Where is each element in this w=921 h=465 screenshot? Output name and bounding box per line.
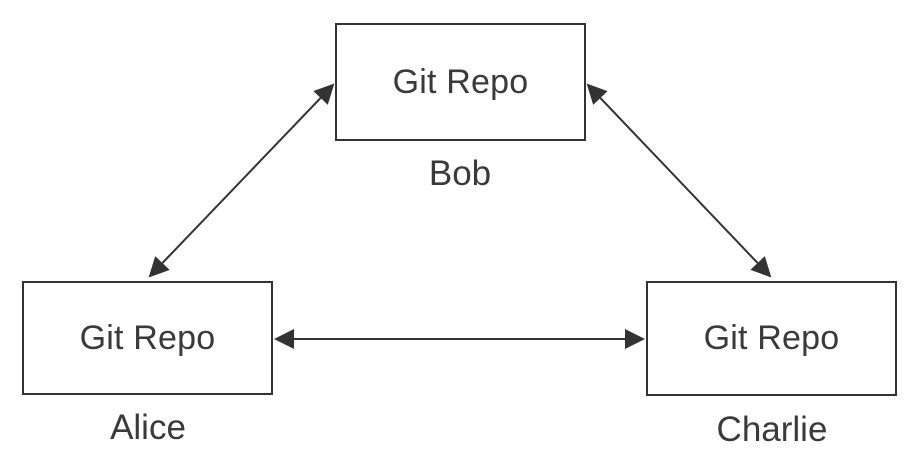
edge-bob-charlie	[586, 83, 772, 278]
repo-box-alice: Git Repo	[22, 281, 273, 395]
owner-label-alice: Alice	[110, 408, 186, 447]
repo-label-charlie: Git Repo	[703, 319, 840, 357]
owner-label-charlie: Charlie	[716, 410, 828, 449]
owner-label-bob: Bob	[428, 154, 492, 193]
repo-label-alice: Git Repo	[79, 318, 216, 357]
edge-alice-bob	[148, 83, 335, 278]
repo-label-bob: Git Repo	[392, 62, 529, 101]
repo-box-charlie: Git Repo	[646, 281, 897, 396]
repo-box-bob: Git Repo	[335, 23, 586, 141]
